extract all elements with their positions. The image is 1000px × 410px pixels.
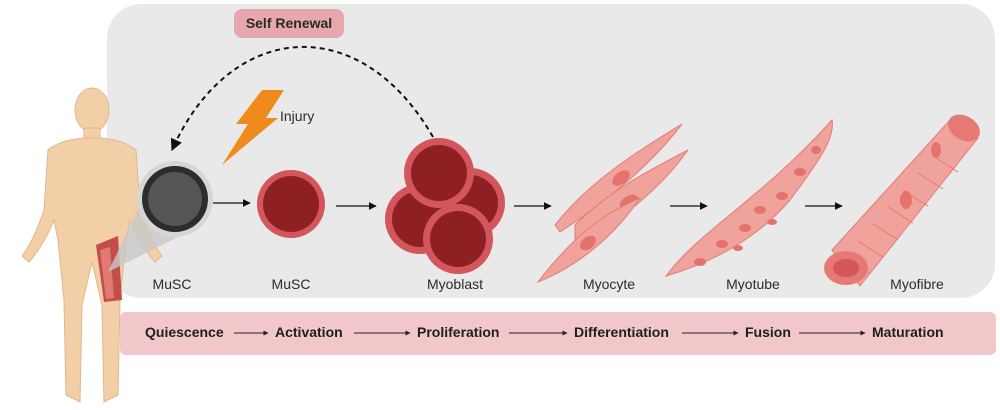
cell-arrows xyxy=(213,199,843,210)
stage-fusion: Fusion xyxy=(745,324,791,340)
cell-label-myocyte: Myocyte xyxy=(582,276,636,292)
self-renewal-arrow xyxy=(170,45,434,152)
myotube-icon xyxy=(664,118,833,277)
cell-label-myoblast: Myoblast xyxy=(426,276,484,292)
stage-maturation: Maturation xyxy=(872,324,944,340)
stage-proliferation: Proliferation xyxy=(417,324,500,340)
stage-differentiation: Differentiation xyxy=(574,324,669,340)
stage-activation: Activation xyxy=(275,324,343,340)
self-renewal-badge: Self Renewal xyxy=(234,9,344,38)
cell-label-quiescent-musc: MuSC xyxy=(152,276,192,292)
zoom-cone xyxy=(108,188,188,272)
activated-cell-icon xyxy=(257,170,325,238)
myofibre-icon xyxy=(824,114,980,287)
leg-muscle-icon xyxy=(96,236,122,302)
lightning-icon xyxy=(222,90,284,165)
myoblast-cluster-icon xyxy=(385,138,505,274)
quiescent-cell-icon xyxy=(137,161,213,237)
stage-quiescence: Quiescence xyxy=(145,324,224,340)
cell-label-activated-musc: MuSC xyxy=(271,276,311,292)
injury-label: Injury xyxy=(280,108,315,124)
cell-label-myofibre: Myofibre xyxy=(890,276,944,292)
cell-label-myotube: Myotube xyxy=(726,276,780,292)
myocyte-icon xyxy=(536,123,689,284)
